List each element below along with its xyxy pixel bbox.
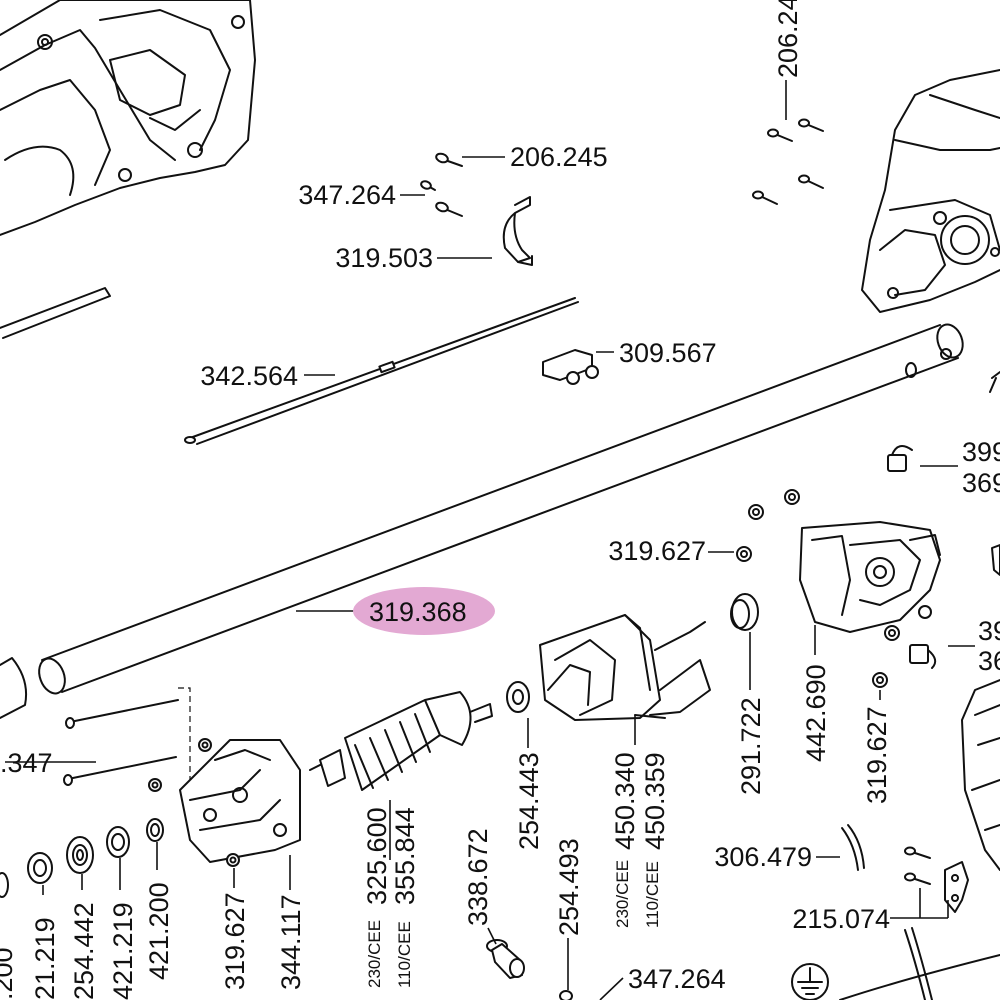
label-338-672[interactable]: 338.672 [463, 828, 493, 926]
label-450-340[interactable]: 450.340 [610, 752, 640, 850]
bolts-347-part[interactable] [63, 699, 179, 786]
connector-309-567-part[interactable] [542, 349, 599, 385]
housing-344-117-part[interactable] [179, 739, 301, 863]
label-399-b[interactable]: 39 [978, 616, 1000, 646]
edge-part-mid[interactable] [991, 544, 1000, 576]
tube-end-left-part[interactable] [0, 657, 28, 719]
edge-part-top[interactable] [989, 371, 1000, 393]
screw-347-264-part[interactable] [420, 180, 436, 191]
label-309-567[interactable]: 309.567 [619, 338, 717, 368]
hose-306-479-part[interactable] [841, 824, 865, 871]
washer-421-200-part[interactable] [146, 818, 164, 842]
fitting-254-493-part[interactable] [559, 990, 573, 1000]
label-421-219-left[interactable]: 21.219 [30, 917, 60, 1000]
gear-housing-442-690-part[interactable] [799, 521, 941, 633]
variant-110-cee-stator[interactable]: 110/CEE [643, 861, 662, 928]
screw-lower-part[interactable] [435, 201, 463, 217]
label-319-627-a[interactable]: 319.627 [608, 536, 706, 566]
right-housing-part[interactable] [861, 69, 1000, 313]
nuts-left-part[interactable] [148, 738, 240, 867]
stator-450-340-part[interactable] [539, 614, 711, 721]
screws-top-right-part[interactable] [752, 118, 824, 205]
bottom-right-housing-part[interactable] [961, 679, 1000, 871]
label-319-503[interactable]: 319.503 [335, 243, 433, 273]
part-labels-vertical: 206.24 254.443 291.722 442.690 319.627 3… [0, 0, 892, 1000]
label-206-245-top[interactable]: 206.24 [773, 0, 803, 78]
highlight-319-368 [353, 587, 495, 635]
label-421-200[interactable]: 421.200 [144, 882, 174, 980]
label-344-117[interactable]: 344.117 [276, 894, 306, 990]
nuts-319-627-part[interactable] [736, 489, 900, 688]
power-cord-part[interactable] [839, 927, 1000, 1000]
armature-325-600-part[interactable] [309, 691, 493, 791]
label-369-b[interactable]: 36 [978, 646, 1000, 676]
label-215-074[interactable]: 215.074 [792, 904, 890, 934]
label-254-442[interactable]: 254.442 [69, 902, 99, 1000]
rod-part[interactable] [0, 287, 111, 339]
label-369-a[interactable]: 369 [962, 468, 1000, 498]
variant-230-cee-armature[interactable]: 230/CEE [365, 920, 384, 988]
label-421-219[interactable]: 421.219 [108, 902, 138, 1000]
switch-215-074-part[interactable] [904, 846, 969, 913]
label-206-245[interactable]: 206.245 [510, 142, 608, 172]
variant-230-cee-stator[interactable]: 230/CEE [613, 860, 632, 928]
washer-421-219-a-part[interactable] [27, 852, 53, 884]
label-254-493[interactable]: 254.493 [554, 838, 584, 936]
bearing-254-442-part[interactable] [66, 836, 94, 874]
label-325-600[interactable]: 325.600 [362, 807, 392, 905]
label-347-left[interactable]: .347 [0, 748, 53, 778]
label-291-722[interactable]: 291.722 [736, 697, 766, 795]
screw-206-245-part[interactable] [435, 152, 463, 167]
label-347-264-bottom[interactable]: 347.264 [628, 964, 726, 994]
brush-holder-top-part[interactable] [887, 445, 913, 472]
bearing-254-443-part[interactable] [506, 681, 530, 713]
label-319-368[interactable]: 319.368 [369, 597, 467, 627]
washer-421-219-b-part[interactable] [106, 826, 130, 858]
label-347-264-top[interactable]: 347.264 [298, 180, 396, 210]
label-319-627-b[interactable]: 319.627 [862, 706, 892, 804]
assembly-guide-line [178, 687, 191, 780]
fitting-338-672-part[interactable] [486, 939, 525, 979]
left-housing-part[interactable] [0, 0, 256, 236]
label-306-479[interactable]: 306.479 [714, 842, 812, 872]
label-355-844[interactable]: 355.844 [390, 807, 420, 905]
cable-342-564-part[interactable] [184, 297, 579, 445]
label-399-a[interactable]: 399 [962, 437, 1000, 467]
ring-291-722-part[interactable] [730, 593, 759, 631]
bracket-319-503-part[interactable] [502, 196, 533, 266]
label-342-564[interactable]: 342.564 [200, 361, 298, 391]
label-442-690[interactable]: 442.690 [801, 664, 831, 762]
variant-110-cee-armature[interactable]: 110/CEE [395, 921, 414, 988]
leader-lines [5, 80, 975, 1000]
washer-421-200-left-part[interactable] [0, 872, 9, 898]
ground-symbol-icon [791, 963, 829, 1000]
label-319-627-c[interactable]: 319.627 [220, 892, 250, 990]
label-421-200-left[interactable]: .200 [0, 947, 18, 1000]
brush-holder-bottom-part[interactable] [909, 644, 937, 669]
part-labels: 206.245 347.264 319.503 342.564 309.567 … [0, 142, 1000, 994]
label-450-359[interactable]: 450.359 [640, 752, 670, 850]
label-254-443[interactable]: 254.443 [514, 752, 544, 850]
tube-319-368-part[interactable] [35, 321, 968, 697]
